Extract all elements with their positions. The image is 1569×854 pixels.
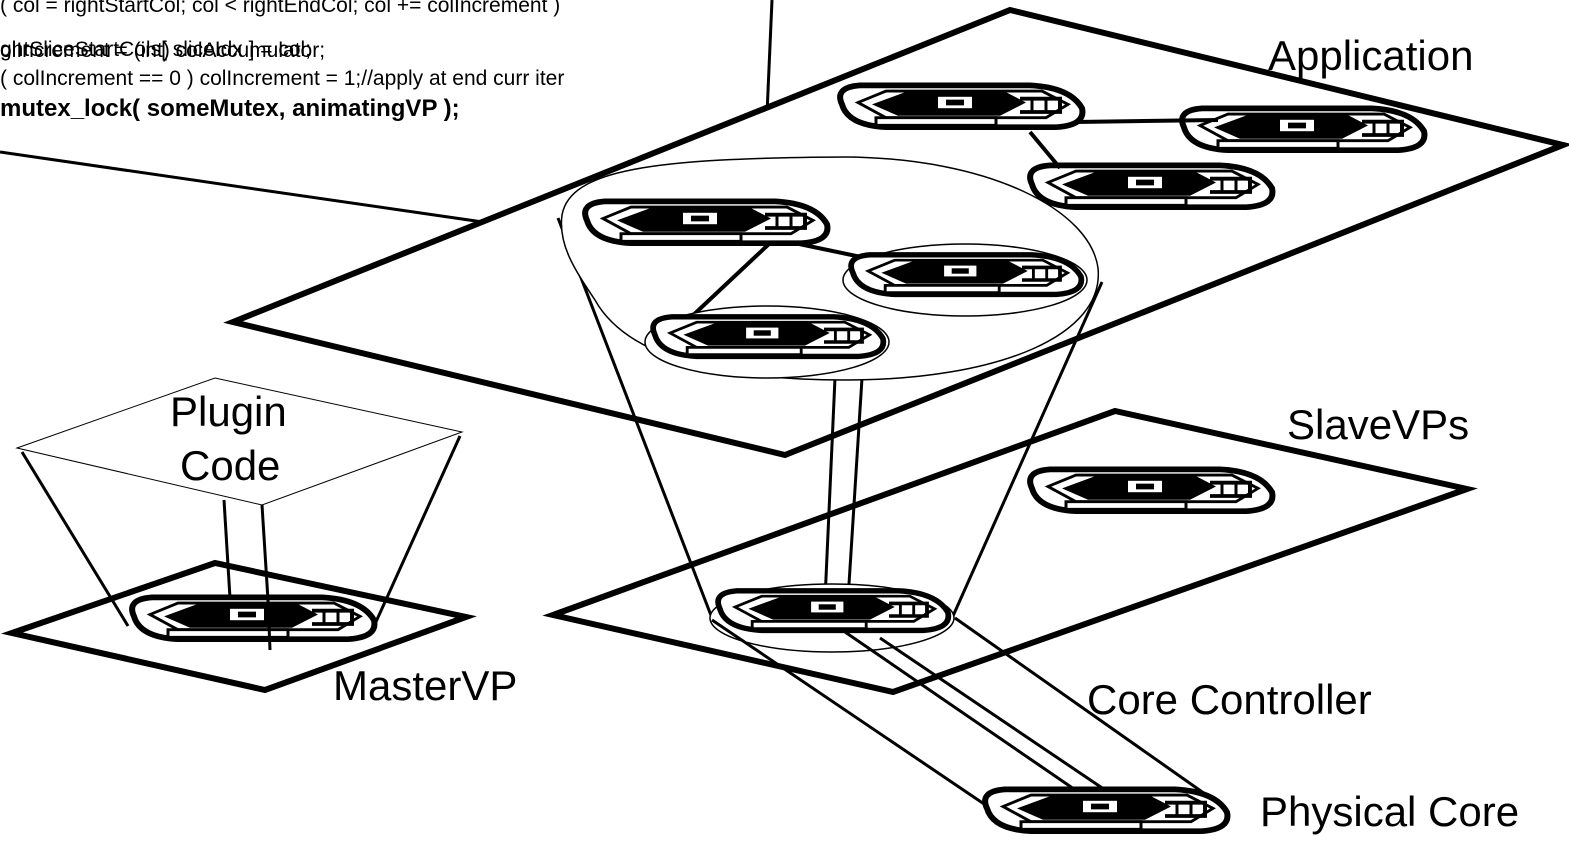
physical-core-label: Physical Core [1260, 788, 1519, 835]
plugin-label-line1: Plugin [170, 388, 287, 435]
plugin-link-line [266, 599, 272, 651]
vp-app-2 [1182, 108, 1424, 150]
plugin-code-frustum [15, 377, 464, 627]
core-controller-label: Core Controller [1087, 676, 1372, 723]
plugin-label-line2: Code [180, 442, 280, 489]
physical-core-vp [985, 789, 1227, 831]
core-to-physical-lines [711, 616, 1226, 810]
slavevps-plane: SlaveVPs [542, 401, 1478, 696]
code-line: olIncrement = (int) colAccumulator; [0, 39, 325, 62]
vp-bubble-2 [851, 255, 1081, 295]
vp-bubble-3 [653, 317, 883, 357]
vp-bubble-1 [585, 201, 827, 243]
code-line: ( colIncrement == 0 ) colIncrement = 1;/… [0, 67, 564, 90]
vp-app-links [1028, 118, 1219, 170]
vp-app-1 [840, 85, 1082, 127]
code-line: ghtSliceStartCols[ sliceIdx ] = col; [0, 38, 311, 61]
core-controller-vp [718, 591, 948, 631]
slavevps-label: SlaveVPs [1287, 401, 1469, 448]
code-line-bold: mutex_lock( someMutex, animatingVP ); [0, 95, 460, 122]
code-snippet: ( col = rightStartCol; col < rightEndCol… [0, 0, 564, 122]
cone-lines [556, 217, 1104, 619]
mastervp-label: MasterVP [333, 662, 517, 709]
application-label: Application [1268, 32, 1473, 79]
master-vp-chip [132, 597, 374, 639]
vp-app-3 [1030, 165, 1272, 207]
code-line: ( col = rightStartCol; col < rightEndCol… [0, 0, 560, 17]
vp-slave [1030, 469, 1272, 511]
